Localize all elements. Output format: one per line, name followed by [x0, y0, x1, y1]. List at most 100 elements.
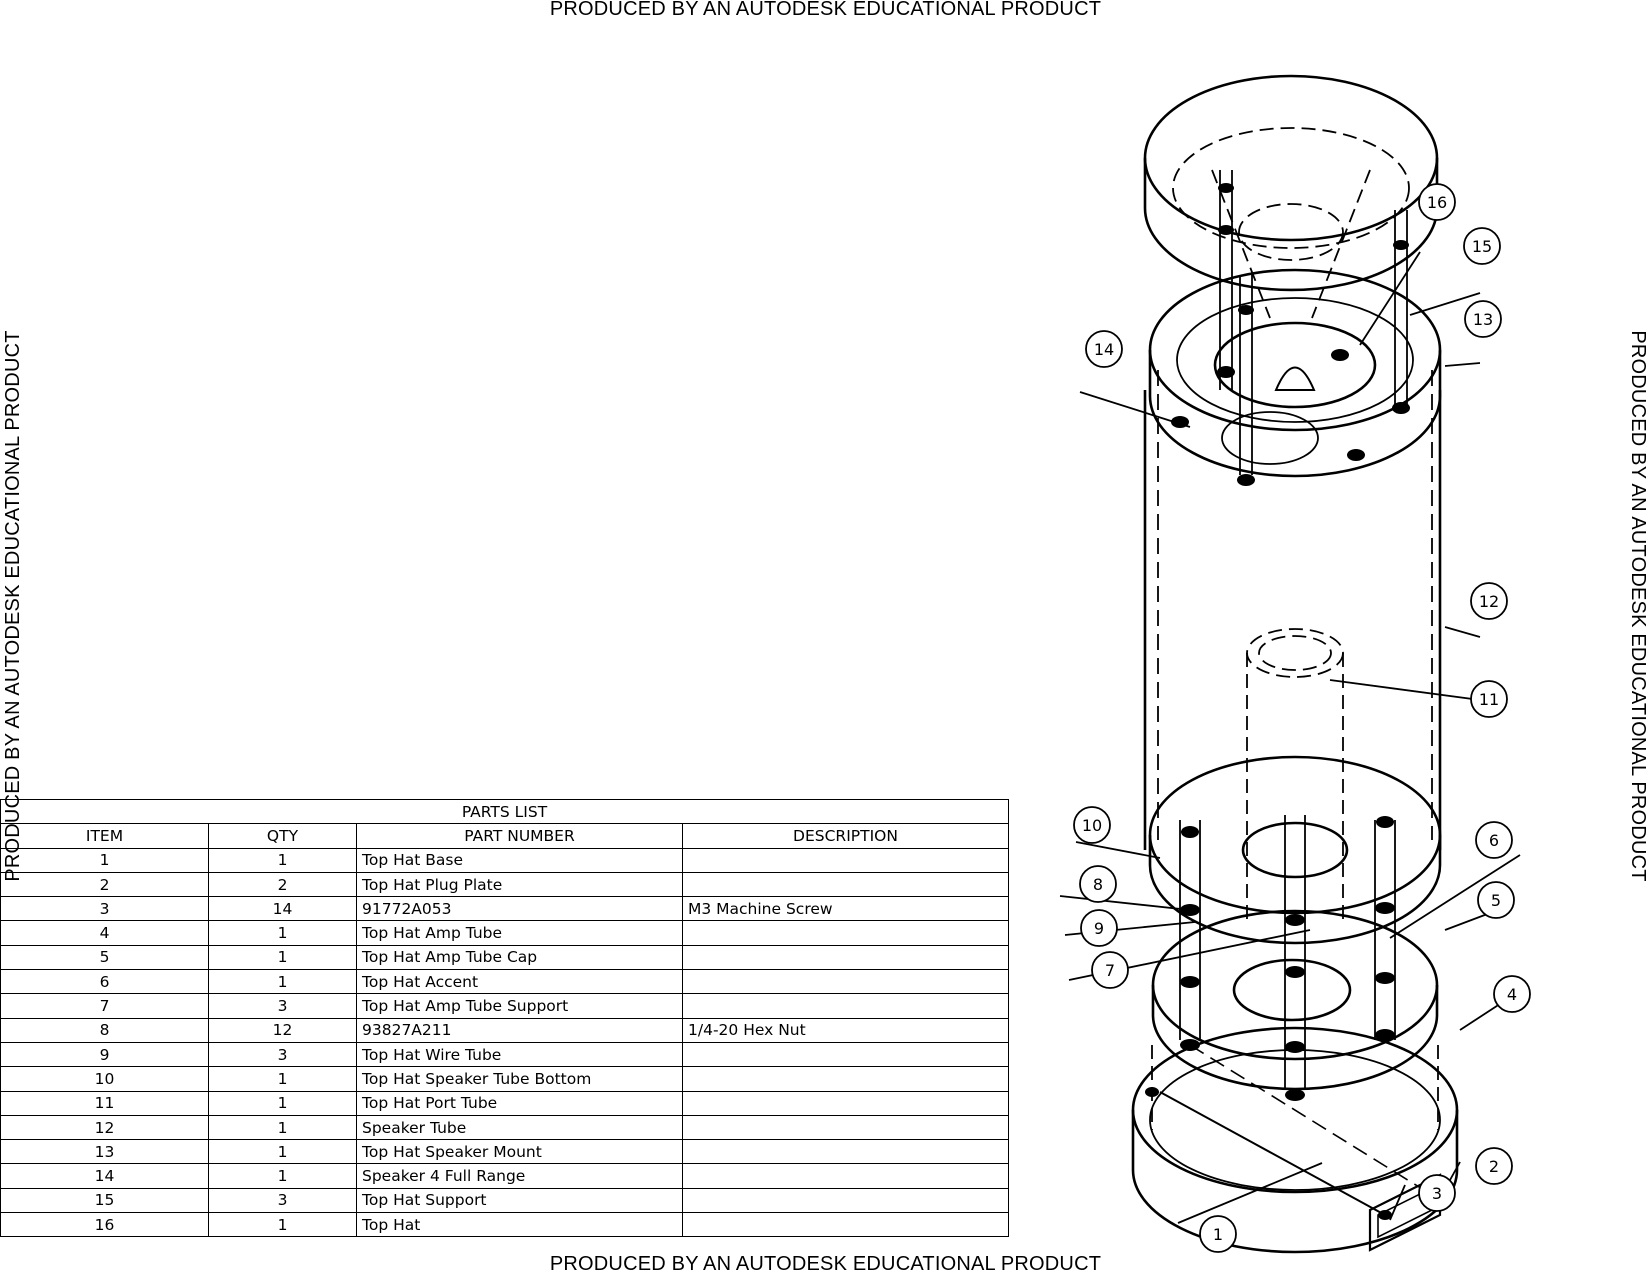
- cell-qty: 1: [208, 1163, 357, 1189]
- cell-item: 2: [0, 871, 209, 898]
- cell-qty: 1: [208, 1090, 357, 1116]
- amp-tube-and-base-part: [1131, 1026, 1459, 1254]
- cell-part-number: Top Hat: [356, 1212, 683, 1238]
- cell-part-number: Speaker Tube: [356, 1114, 683, 1141]
- cell-description: [682, 871, 1009, 898]
- cell-qty: 1: [208, 1212, 357, 1238]
- cell-item: 12: [0, 1114, 209, 1141]
- cell-part-number: Top Hat Amp Tube Cap: [356, 944, 683, 971]
- cell-qty: 1: [208, 920, 357, 946]
- port-tube-part: [1246, 628, 1344, 920]
- speaker-tube-part: [1143, 370, 1442, 850]
- cell-item: 3: [0, 896, 209, 922]
- cell-description: M3 Machine Screw: [682, 896, 1009, 922]
- cell-item: 1: [0, 847, 209, 873]
- header-description: DESCRIPTION: [682, 823, 1009, 849]
- cell-description: [682, 920, 1009, 946]
- cell-description: [682, 944, 1009, 971]
- cell-part-number: 91772A053: [356, 896, 683, 922]
- header-item: ITEM: [0, 823, 209, 849]
- parts-list-table: PARTS LIST ITEM QTY PART NUMBER DESCRIPT…: [0, 798, 1009, 1238]
- cell-qty: 1: [208, 1066, 357, 1092]
- cell-part-number: Top Hat Amp Tube Support: [356, 993, 683, 1019]
- cell-description: [682, 1212, 1009, 1238]
- cell-qty: 1: [208, 969, 357, 995]
- cell-item: 7: [0, 993, 209, 1019]
- watermark-top: PRODUCED BY AN AUTODESK EDUCATIONAL PROD…: [549, 0, 1102, 20]
- cell-part-number: Top Hat Plug Plate: [356, 871, 683, 898]
- cell-item: 16: [0, 1212, 209, 1238]
- cell-item: 8: [0, 1017, 209, 1043]
- cell-item: 6: [0, 969, 209, 995]
- cell-qty: 1: [208, 847, 357, 873]
- header-qty: QTY: [208, 823, 357, 849]
- cell-description: 1/4-20 Hex Nut: [682, 1017, 1009, 1043]
- speaker-tube-bottom-part: [1148, 755, 1442, 945]
- cell-part-number: Top Hat Wire Tube: [356, 1041, 683, 1068]
- cell-item: 15: [0, 1187, 209, 1214]
- cell-item: 10: [0, 1066, 209, 1092]
- cell-part-number: Top Hat Port Tube: [356, 1090, 683, 1116]
- speaker-mount-part: [1148, 268, 1442, 478]
- cell-description: [682, 1114, 1009, 1141]
- cell-description: [682, 1139, 1009, 1165]
- cell-part-number: Top Hat Accent: [356, 969, 683, 995]
- cell-part-number: Top Hat Speaker Mount: [356, 1139, 683, 1165]
- cell-item: 11: [0, 1090, 209, 1116]
- cell-part-number: Top Hat Base: [356, 847, 683, 873]
- watermark-right: PRODUCED BY AN AUTODESK EDUCATIONAL PROD…: [1627, 330, 1649, 882]
- parts-list-header-row: ITEM QTY PART NUMBER DESCRIPTION: [0, 823, 1009, 849]
- cell-qty: 3: [208, 993, 357, 1019]
- top-hat-part: [1143, 74, 1439, 319]
- cell-part-number: Speaker 4 Full Range: [356, 1163, 683, 1189]
- cell-qty: 14: [208, 896, 357, 922]
- cell-item: 4: [0, 920, 209, 946]
- cell-description: [682, 1041, 1009, 1068]
- cell-part-number: Top Hat Amp Tube: [356, 920, 683, 946]
- screws-and-nuts: [1145, 183, 1410, 1220]
- exploded-assembly-drawing: [1059, 74, 1521, 1254]
- support-rods: [1179, 170, 1408, 1090]
- cell-part-number: Top Hat Support: [356, 1187, 683, 1214]
- cell-description: [682, 969, 1009, 995]
- watermark-bottom: PRODUCED BY AN AUTODESK EDUCATIONAL PROD…: [549, 1253, 1102, 1275]
- cell-description: [682, 993, 1009, 1019]
- amp-tube-cap-part: [1151, 909, 1439, 1091]
- cell-item: 9: [0, 1041, 209, 1068]
- parts-list-title: PARTS LIST: [0, 798, 1009, 825]
- cell-description: [682, 1163, 1009, 1189]
- cell-qty: 3: [208, 1187, 357, 1214]
- cell-qty: 12: [208, 1017, 357, 1043]
- cell-qty: 3: [208, 1041, 357, 1068]
- cell-item: 14: [0, 1163, 209, 1189]
- cell-qty: 1: [208, 1114, 357, 1141]
- header-part-number: PART NUMBER: [356, 823, 683, 849]
- cell-qty: 2: [208, 871, 357, 898]
- cell-qty: 1: [208, 1139, 357, 1165]
- cell-part-number: 93827A211: [356, 1017, 683, 1043]
- leader-lines: [1059, 251, 1521, 1224]
- cell-item: 5: [0, 944, 209, 971]
- cell-qty: 1: [208, 944, 357, 971]
- cell-description: [682, 1066, 1009, 1092]
- cell-description: [682, 1187, 1009, 1214]
- parts-list-title-row: PARTS LIST: [0, 798, 1009, 825]
- cell-description: [682, 847, 1009, 873]
- cell-item: 13: [0, 1139, 209, 1165]
